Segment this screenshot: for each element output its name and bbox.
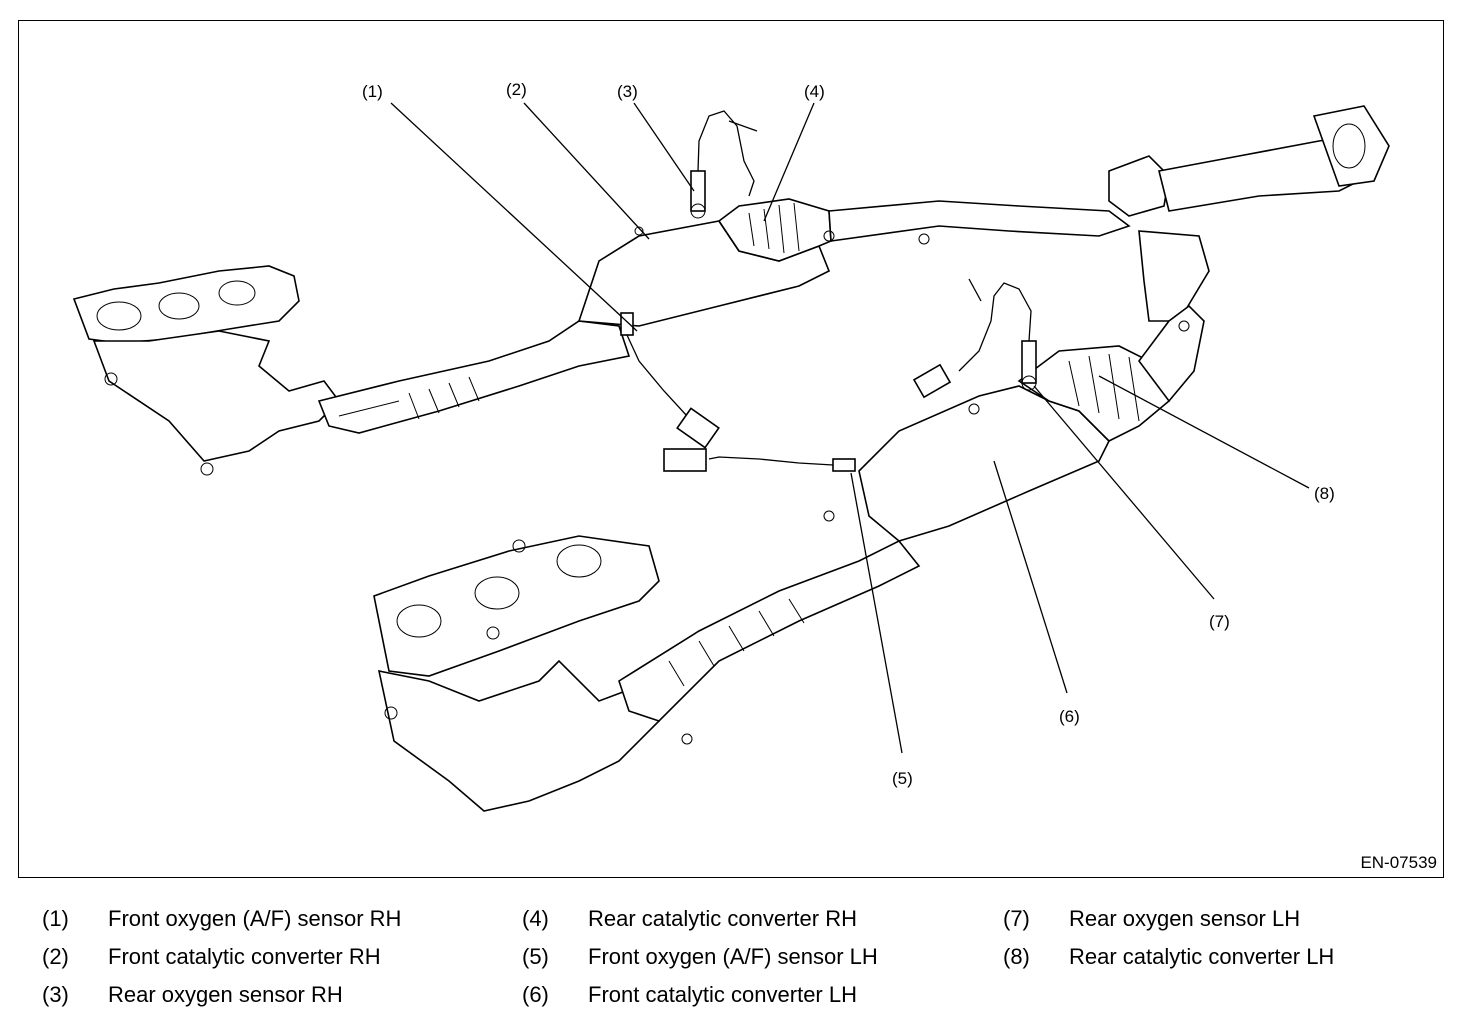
rh-front-pipe [317, 320, 631, 434]
callout-5: (5) [892, 769, 913, 788]
legend-label: Rear catalytic converter RH [588, 906, 857, 931]
lh-front-catalytic-converter [823, 385, 1110, 542]
rh-mid-pipe [823, 200, 1131, 245]
rear-joint-flange [1108, 105, 1390, 322]
legend-item: (7) Rear oxygen sensor LH [1003, 900, 1463, 938]
legend-item: (5) Front oxygen (A/F) sensor LH [522, 938, 1002, 976]
figure-id: EN-07539 [1360, 853, 1437, 872]
figure-frame: (1) (2) (3) (4) (5) (6) (7) (8) EN-07539 [18, 20, 1444, 878]
rear-oxygen-sensor-rh [690, 110, 758, 219]
callout-1: (1) [362, 82, 383, 101]
legend-item: (6) Front catalytic converter LH [522, 976, 1002, 1014]
legend-column-3: (7) Rear oxygen sensor LH (8) Rear catal… [1003, 900, 1463, 976]
front-oxygen-sensor-rh [620, 312, 720, 449]
legend-number: (3) [42, 982, 69, 1007]
callout-6: (6) [1059, 707, 1080, 726]
rh-exhaust-manifold-flange [72, 265, 300, 344]
legend-number: (8) [1003, 944, 1030, 969]
legend-label: Rear oxygen sensor RH [108, 982, 343, 1007]
callout-2: (2) [506, 80, 527, 99]
legend-item: (3) Rear oxygen sensor RH [42, 976, 522, 1014]
lh-mid-pipe [1138, 304, 1205, 403]
legend-label: Rear catalytic converter LH [1069, 944, 1335, 969]
legend-number: (5) [522, 944, 549, 969]
legend-label: Front oxygen (A/F) sensor LH [588, 944, 878, 969]
rh-exhaust-manifold [92, 330, 341, 476]
legend-number: (6) [522, 982, 549, 1007]
exhaust-system-drawing: (1) (2) (3) (4) (5) (6) (7) (8) [72, 80, 1390, 812]
callout-8: (8) [1314, 484, 1335, 503]
legend-number: (4) [522, 906, 549, 931]
legend-number: (1) [42, 906, 69, 931]
lh-rear-catalytic-converter [1017, 345, 1170, 442]
callout-7: (7) [1209, 612, 1230, 631]
callout-4: (4) [804, 82, 825, 101]
callout-3: (3) [617, 82, 638, 101]
legend-item: (1) Front oxygen (A/F) sensor RH [42, 900, 522, 938]
legend-column-1: (1) Front oxygen (A/F) sensor RH (2) Fro… [42, 900, 522, 1014]
legend-number: (2) [42, 944, 69, 969]
legend-label: Front catalytic converter LH [588, 982, 857, 1007]
lh-exhaust-manifold-flange [373, 535, 660, 677]
legend-column-2: (4) Rear catalytic converter RH (5) Fron… [522, 900, 1002, 1014]
legend-number: (7) [1003, 906, 1030, 931]
front-oxygen-sensor-lh [663, 448, 856, 472]
legend-label: Rear oxygen sensor LH [1069, 906, 1301, 931]
lh-exhaust-manifold [377, 659, 660, 812]
leader-lines [390, 102, 1310, 754]
legend: (1) Front oxygen (A/F) sensor RH (2) Fro… [0, 900, 1472, 1020]
legend-label: Front catalytic converter RH [108, 944, 381, 969]
lh-front-pipe [618, 539, 921, 745]
legend-item: (4) Rear catalytic converter RH [522, 900, 1002, 938]
rear-oxygen-sensor-lh [912, 278, 1037, 399]
legend-label: Front oxygen (A/F) sensor RH [108, 906, 402, 931]
legend-item: (8) Rear catalytic converter LH [1003, 938, 1463, 976]
legend-item: (2) Front catalytic converter RH [42, 938, 522, 976]
